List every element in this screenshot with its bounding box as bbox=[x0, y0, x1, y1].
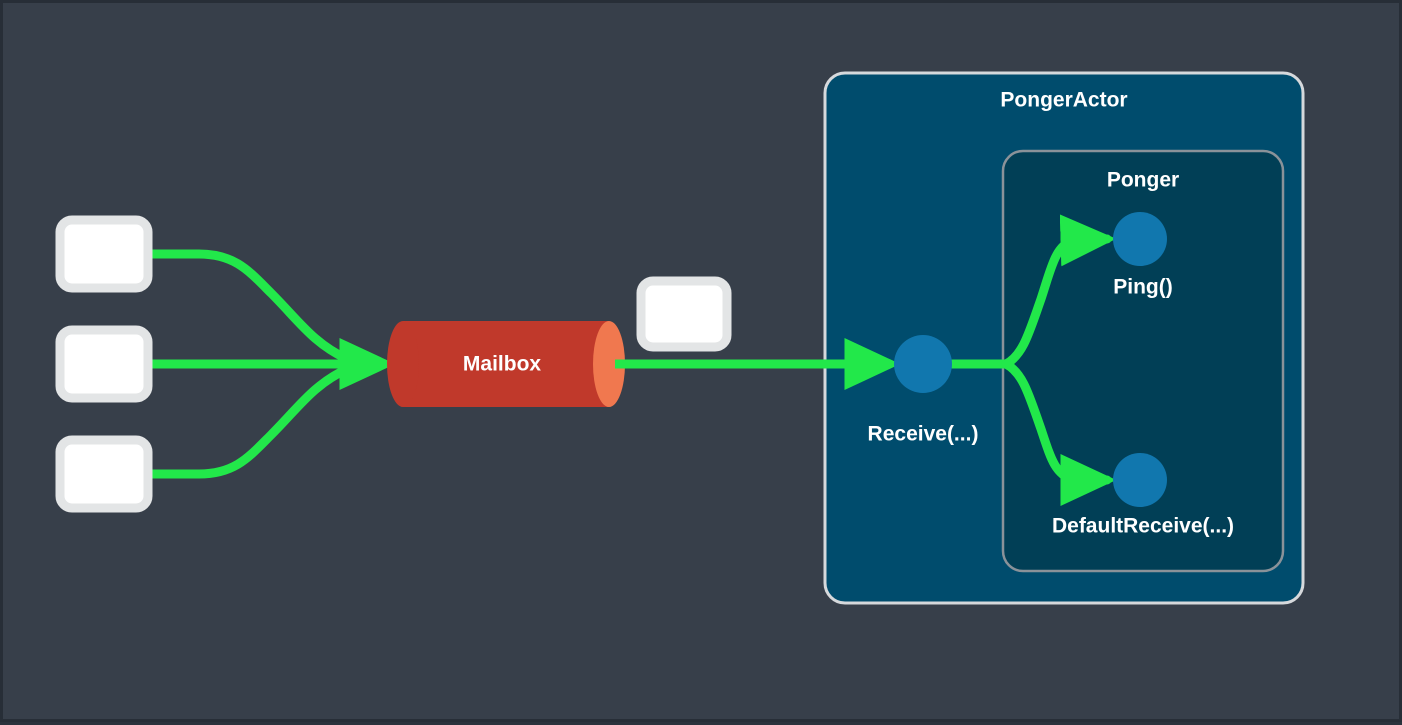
outbound-message-box[interactable] bbox=[636, 276, 732, 352]
mailbox-label: Mailbox bbox=[463, 353, 541, 376]
ponger-actor-title: PongerActor bbox=[1000, 89, 1127, 112]
ping-state-label: Ping() bbox=[1113, 276, 1172, 299]
flow-receive-to-ping-overlay bbox=[1001, 214, 1117, 369]
message-box-2[interactable] bbox=[55, 325, 153, 403]
flow-receive-to-default-receive-overlay bbox=[1001, 359, 1117, 507]
mailbox-node[interactable]: Mailbox bbox=[387, 321, 625, 407]
flow-message-1-to-mailbox bbox=[143, 249, 373, 369]
receive-state-label: Receive(...) bbox=[868, 423, 979, 446]
flow-message-3-to-mailbox bbox=[143, 359, 373, 479]
actor-flow-diagram: Mailbox PongerActor Ponger bbox=[55, 71, 1305, 605]
default-receive-state[interactable]: DefaultReceive(...) bbox=[1052, 453, 1234, 538]
receive-state[interactable]: Receive(...) bbox=[868, 335, 979, 446]
ponger-title: Ponger bbox=[1107, 169, 1179, 192]
message-box-1[interactable] bbox=[55, 215, 153, 293]
states-group: Receive(...) Ping() DefaultReceive(...) bbox=[868, 212, 1234, 538]
default-receive-state-label: DefaultReceive(...) bbox=[1052, 515, 1234, 538]
ping-state[interactable]: Ping() bbox=[1113, 212, 1173, 299]
mailbox-cap bbox=[593, 321, 625, 407]
incoming-messages-group bbox=[55, 215, 153, 513]
flow-overlay-group bbox=[615, 214, 1117, 507]
message-box-3[interactable] bbox=[55, 435, 153, 513]
